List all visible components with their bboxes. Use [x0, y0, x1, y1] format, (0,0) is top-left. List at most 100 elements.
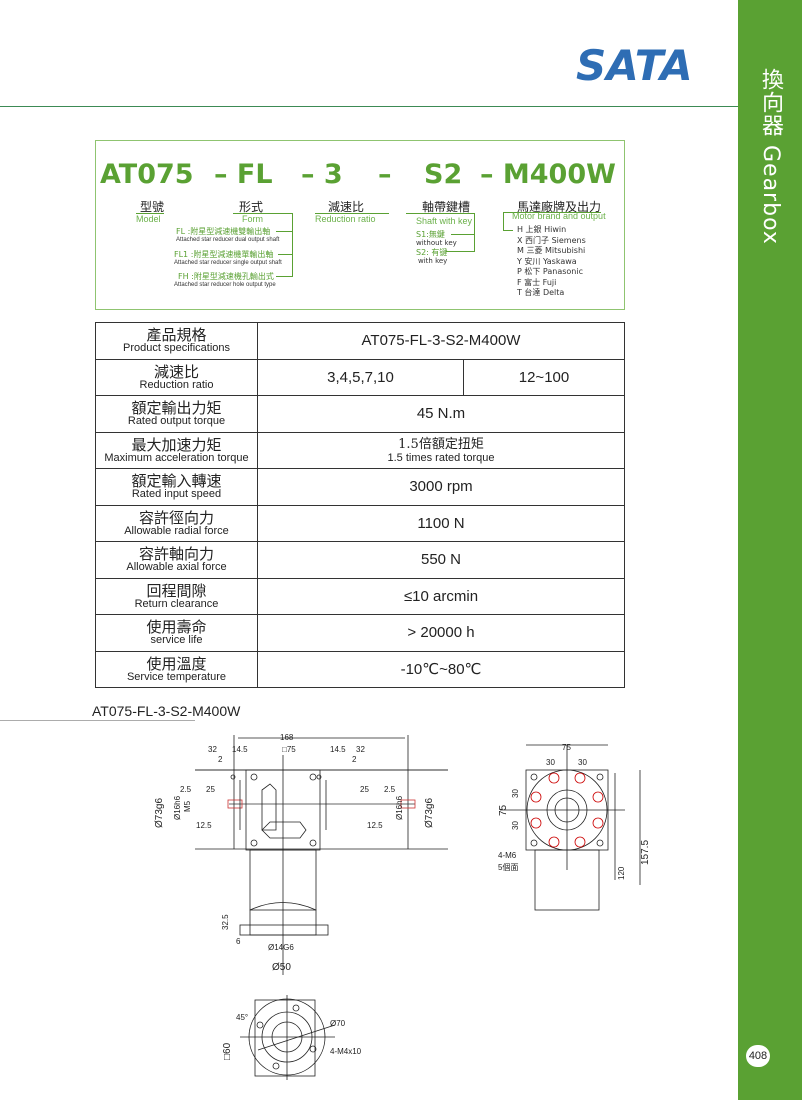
dim-60: □60: [222, 1042, 233, 1060]
spec-label-en: Service temperature: [126, 670, 227, 683]
drawing-caption: AT075-FL-3-S2-M400W: [92, 703, 241, 719]
form-label-en: Form: [242, 214, 263, 224]
form-fh-en: Attached star reducer hole output type: [174, 282, 276, 288]
dim-2-5: 2.5: [180, 785, 192, 794]
shaft-s2-en: with key: [418, 257, 448, 265]
dim-h30: 30: [511, 821, 520, 830]
dim-angle: 45°: [236, 1013, 248, 1022]
header-divider: [0, 106, 738, 107]
dim-120: 120: [617, 866, 626, 880]
motor-brand: Y 安川 Yaskawa: [517, 256, 577, 266]
dim-157-5: 157.5: [640, 840, 651, 865]
technical-drawing: 168 32 32 14.5 14.5 □75 2 2 25 25 2.5 2.…: [0, 720, 651, 1080]
note-faces: 5個面: [498, 862, 518, 872]
spec-value: ≤10 arcmin: [257, 577, 625, 615]
motor-brand: M 三菱 Mitsubishi: [517, 246, 586, 255]
side-view: 75 30 30 75 30 30 157.5 120 4-M6 5個面: [498, 743, 651, 911]
dim-32: 32: [208, 745, 217, 754]
dim-bore: Ø14G6: [268, 943, 294, 952]
spec-label-zh: 減速比: [153, 362, 199, 381]
dim-12-5: 12.5: [196, 821, 212, 830]
spec-label-en: service life: [150, 634, 203, 647]
spec-value-zh: 1.5倍額定扭矩: [398, 436, 484, 452]
spec-label-en: Product specifications: [123, 342, 230, 355]
ratio-label: 減速比: [328, 200, 365, 214]
spec-value: -10℃~80℃: [257, 650, 625, 688]
dim-flange: Ø73g6: [154, 798, 165, 828]
sidebar: [738, 0, 802, 1100]
form-fl: FL :附星型減速機雙輸出軸: [176, 227, 271, 236]
dim-25: 25: [360, 785, 369, 794]
shaft-label: 軸帶鍵槽: [422, 200, 471, 214]
dim-75: □75: [282, 745, 296, 754]
spec-value: 45 N.m: [257, 395, 625, 433]
spec-value: 3000 rpm: [257, 468, 625, 506]
spec-label-zh: 最大加速力矩: [131, 435, 222, 454]
code-ratio: – 3: [301, 159, 343, 190]
spec-value: AT075-FL-3-S2-M400W: [257, 322, 625, 360]
dim-32: 32: [356, 745, 365, 754]
spec-label-zh: 容許徑向力: [138, 508, 214, 527]
dim-pilot: Ø50: [272, 962, 291, 973]
motor-label: 馬達廠牌及出力: [517, 200, 602, 214]
dim-75: 75: [562, 743, 571, 752]
form-fl1-en: Attached star reducer single output shaf…: [174, 260, 282, 266]
code-dash: –: [378, 159, 392, 190]
shaft-s1-en: without key: [416, 239, 457, 247]
dim-2: 2: [218, 755, 223, 764]
dim-14-5: 14.5: [232, 745, 248, 754]
spec-value: > 20000 h: [257, 614, 625, 652]
dim-14-5: 14.5: [330, 745, 346, 754]
form-fl1: FL1 :附星型減速機單輸出軸: [174, 250, 274, 259]
code-motor: – M400W: [480, 159, 616, 190]
motor-brand-list: H 上銀 Hiwin X 西门子 Siemens M 三菱 Mitsubishi…: [517, 225, 586, 299]
dim-h30: 30: [511, 789, 520, 798]
dim-25: 25: [206, 785, 215, 794]
spec-label-en: Rated output torque: [127, 415, 226, 428]
ratio-label-en: Reduction ratio: [315, 214, 376, 224]
model-label: 型號: [140, 200, 165, 214]
form-fh: FH :附星型減速機孔輸出式: [178, 272, 274, 281]
dim-30: 30: [546, 758, 555, 767]
page-number: 408: [746, 1045, 770, 1067]
section-title: 換向器 Gearbox: [758, 68, 783, 245]
spec-value-en: 1.5 times rated torque: [387, 451, 495, 464]
dim-m5: M5: [183, 800, 192, 812]
motor-brand: T 台達 Delta: [517, 288, 565, 297]
motor-label-en: Motor brand and output: [512, 211, 606, 221]
dim-32-5: 32.5: [221, 914, 230, 930]
dim-flange: Ø73g6: [424, 798, 435, 828]
sata-logo: SATA: [576, 44, 691, 84]
code-form: – FL: [214, 159, 273, 190]
dim-pcd: Ø70: [330, 1019, 346, 1028]
dim-2: 2: [352, 755, 357, 764]
motor-brand: F 富士 Fuji: [517, 277, 557, 287]
shaft-s2: S2: 有键: [416, 248, 448, 257]
dim-m6: 4-M6: [498, 851, 517, 860]
code-model: AT075: [100, 159, 194, 190]
spec-label-en: Rated input speed: [131, 488, 222, 501]
dim-6: 6: [236, 937, 241, 946]
dim-12-5: 12.5: [367, 821, 383, 830]
shaft-label-en: Shaft with key: [416, 216, 473, 226]
dim-h75: 75: [498, 804, 509, 816]
front-view: 168 32 32 14.5 14.5 □75 2 2 25 25 2.5 2.…: [0, 720, 448, 975]
